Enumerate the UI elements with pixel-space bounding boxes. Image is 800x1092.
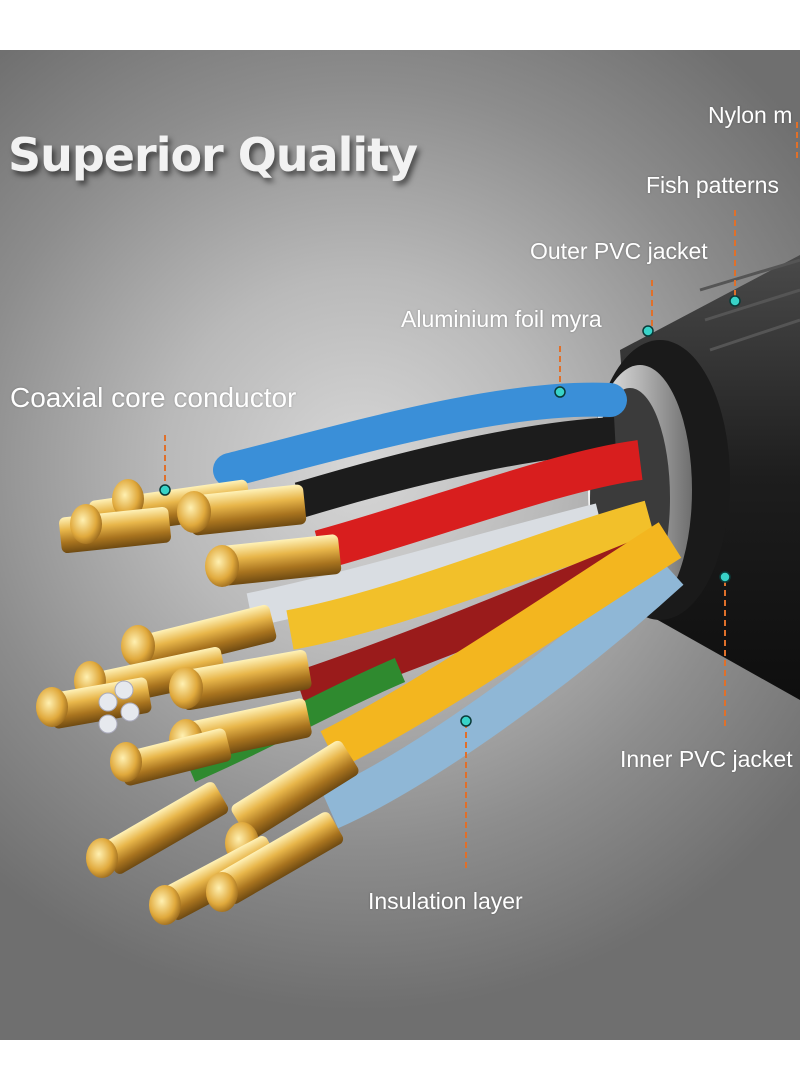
headline: Superior Quality	[8, 128, 418, 182]
cable-illustration	[36, 122, 800, 925]
marker-dots	[159, 295, 741, 727]
callout-aluminium-foil: Aluminium foil myra	[401, 306, 602, 332]
callout-nylon: Nylon m	[708, 102, 793, 128]
product-infographic: Superior Quality Nylon m Fish patterns O…	[0, 50, 800, 1040]
wire-red	[314, 440, 643, 570]
wire-blue	[213, 382, 627, 487]
wire-orange-yellow	[320, 522, 682, 769]
wire-light-blue	[321, 555, 684, 829]
leader-lines	[164, 122, 798, 872]
wire-yellow	[286, 500, 656, 650]
callout-fish-patterns: Fish patterns	[646, 172, 779, 198]
callout-outer-pvc-jacket: Outer PVC jacket	[530, 238, 708, 264]
callout-coaxial-core: Coaxial core conductor	[10, 382, 297, 413]
wire-black	[294, 417, 616, 518]
filler-strands	[98, 680, 140, 734]
callout-inner-pvc-jacket: Inner PVC jacket	[620, 746, 793, 772]
gold-connector-tips	[36, 479, 359, 925]
callout-insulation-layer: Insulation layer	[368, 888, 523, 914]
